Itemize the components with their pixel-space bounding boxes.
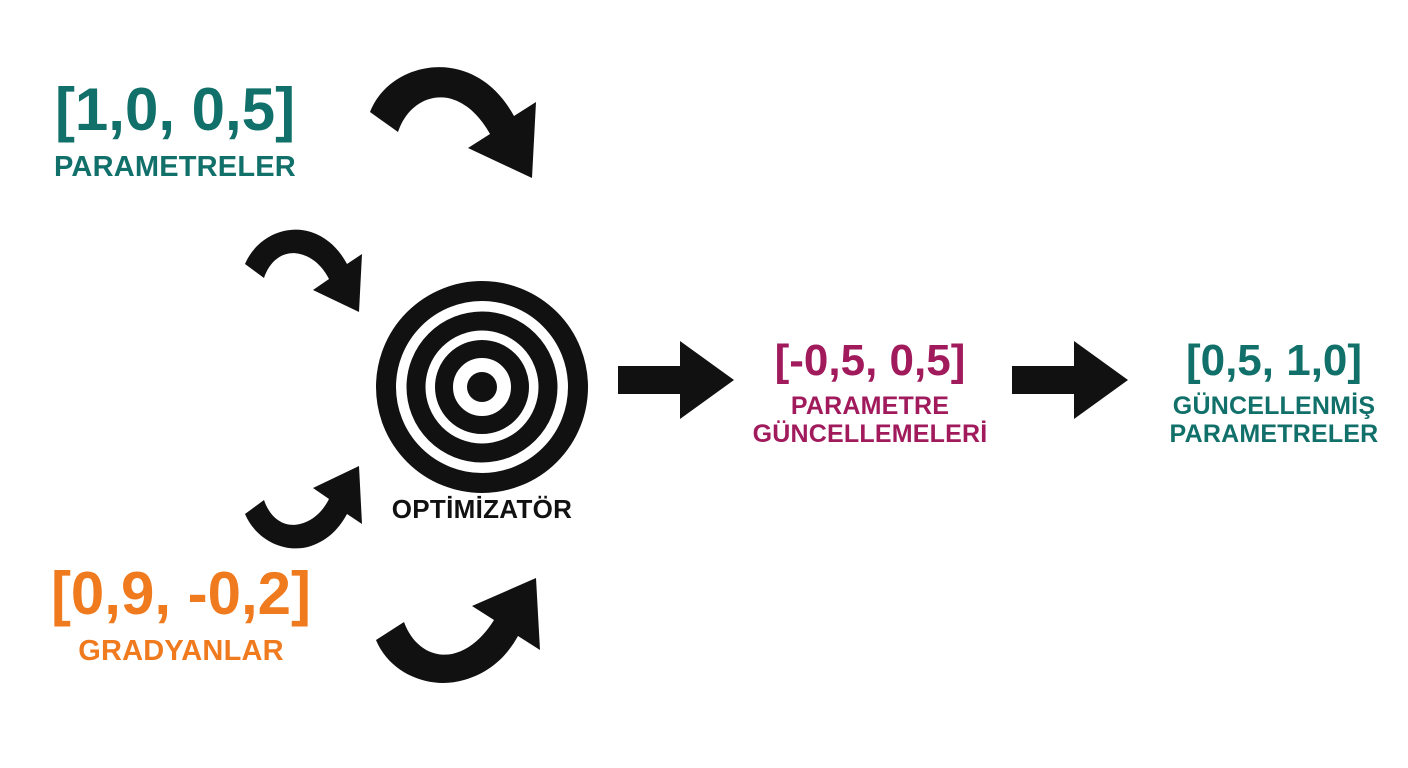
node-updated-parameters: [0,5, 1,0] GÜNCELLENMİŞ PARAMETRELER xyxy=(1140,336,1408,448)
gradients-vector: [0,9, -0,2] xyxy=(50,560,312,627)
parameter-updates-vector: [-0,5, 0,5] xyxy=(774,336,966,385)
updated-parameters-label: GÜNCELLENMİŞ PARAMETRELER xyxy=(1140,392,1408,448)
parameter-updates-label: PARAMETRE GÜNCELLEMELERİ xyxy=(735,392,1005,448)
arrow-optimizer-to-updates-icon xyxy=(618,341,734,419)
arrow-gradients-to-optimizer-upper-icon xyxy=(245,466,362,549)
parameters-label: PARAMETRELER xyxy=(54,151,296,183)
parameter-updates-label-line2: GÜNCELLEMELERİ xyxy=(752,420,988,449)
updated-parameters-vector: [0,5, 1,0] xyxy=(1185,336,1363,385)
node-parameter-updates: [-0,5, 0,5] PARAMETRE GÜNCELLEMELERİ xyxy=(735,336,1005,448)
optimizer-label: OPTİMİZATÖR xyxy=(391,494,573,524)
parameters-vector: [1,0, 0,5] xyxy=(54,76,296,143)
arrow-gradients-to-optimizer-lower-icon xyxy=(376,578,540,683)
gradients-label: GRADYANLAR xyxy=(78,635,284,667)
arrow-parameters-to-optimizer-lower-icon xyxy=(245,229,362,312)
updated-parameters-label-line2: PARAMETRELER xyxy=(1169,420,1379,449)
updated-parameters-label-line1: GÜNCELLENMİŞ xyxy=(1172,392,1376,421)
arrow-parameters-to-optimizer-upper-icon xyxy=(370,67,536,178)
node-optimizer: OPTİMİZATÖR xyxy=(374,281,590,524)
arrow-updates-to-updated-parameters-icon xyxy=(1012,341,1128,419)
node-gradients: [0,9, -0,2] GRADYANLAR xyxy=(0,562,362,667)
parameter-updates-label-line1: PARAMETRE xyxy=(790,392,950,421)
target-rings-icon xyxy=(376,281,588,493)
node-parameters: [1,0, 0,5] PARAMETRELER xyxy=(0,78,350,183)
